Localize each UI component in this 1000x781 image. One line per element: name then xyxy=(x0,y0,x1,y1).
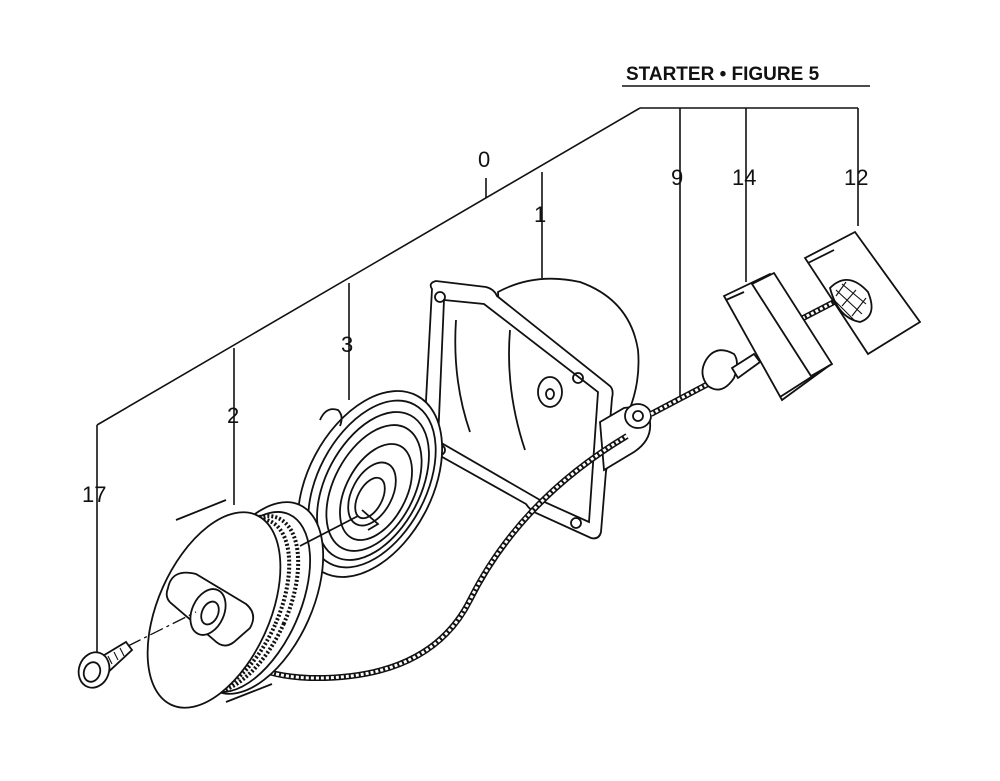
assembly-axis xyxy=(127,611,197,647)
callout-17: 17 xyxy=(82,482,106,507)
callout-0: 0 xyxy=(478,147,490,172)
figure-title: STARTER • FIGURE 5 xyxy=(626,64,820,85)
leader-lines xyxy=(96,107,859,665)
callout-12: 12 xyxy=(844,165,868,190)
starter-housing xyxy=(422,277,652,540)
callout-3: 3 xyxy=(341,332,353,357)
recoil-spring xyxy=(296,390,444,578)
handle-insert xyxy=(803,230,922,356)
starter-rope xyxy=(245,297,840,682)
callout-1: 1 xyxy=(534,202,546,227)
callout-2: 2 xyxy=(227,403,239,428)
pulley-reel xyxy=(146,499,359,709)
callout-14: 14 xyxy=(732,165,756,190)
screw-washer xyxy=(77,640,134,689)
starter-handle xyxy=(701,271,834,402)
callout-9: 9 xyxy=(671,165,683,190)
